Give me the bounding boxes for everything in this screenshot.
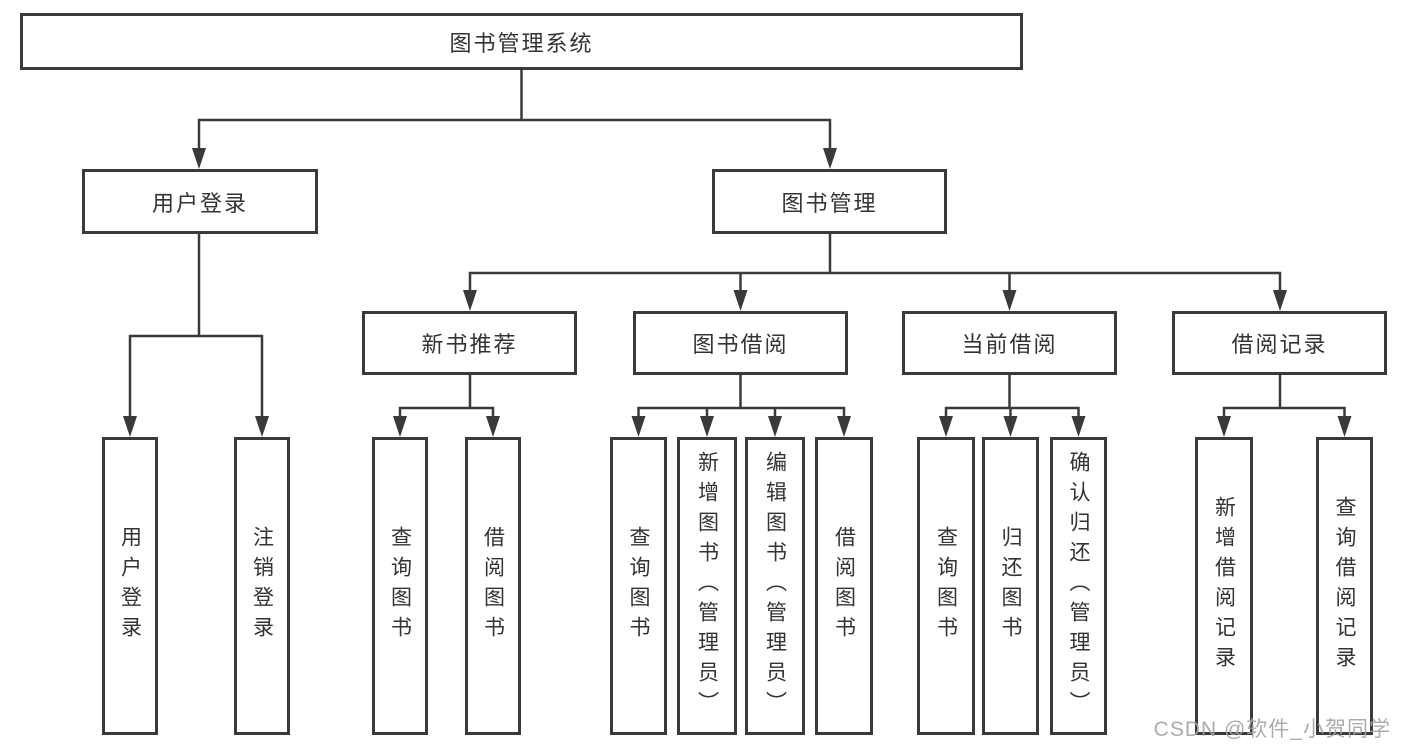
node-label: 查询图书 [388, 526, 412, 646]
csdn-watermark: CSDN @软件_小贺同学 [1153, 718, 1391, 741]
leaf-borrow-books-recommend: 借阅图书 [465, 437, 521, 735]
node-borrowing-records: 借阅记录 [1172, 311, 1387, 375]
leaf-query-books-recommend: 查询图书 [372, 437, 428, 735]
node-label: 借阅记录 [1231, 332, 1328, 357]
leaf-confirm-return-admin: 确认归还（管理员） [1050, 437, 1107, 735]
node-label: 查询图书 [934, 526, 958, 646]
node-label: 归还图书 [999, 526, 1022, 646]
node-label: 借阅图书 [481, 526, 505, 646]
node-label: 图书借阅 [692, 332, 789, 357]
leaf-logout-login: 注销登录 [234, 437, 290, 735]
node-label: 编辑图书（管理员） [763, 451, 787, 721]
node-book-borrowing: 图书借阅 [633, 311, 848, 375]
node-label: 新书推荐 [421, 332, 518, 357]
node-label: 借阅图书 [832, 526, 856, 646]
node-label: 图书管理 [781, 190, 878, 216]
node-label: 新增图书（管理员） [695, 451, 719, 721]
node-label: 用户登录 [151, 190, 248, 216]
leaf-return-books: 归还图书 [982, 437, 1039, 735]
node-label: 查询借阅记录 [1333, 496, 1356, 676]
leaf-query-books-current: 查询图书 [917, 437, 975, 735]
leaf-add-books-admin: 新增图书（管理员） [677, 437, 737, 735]
node-user-login: 用户登录 [82, 169, 318, 234]
node-library-management-system: 图书管理系统 [20, 13, 1023, 70]
node-current-borrowing: 当前借阅 [902, 311, 1117, 375]
node-label: 注销登录 [250, 526, 274, 646]
node-label: 查询图书 [627, 526, 650, 646]
node-label: 新增借阅记录 [1212, 496, 1236, 676]
node-label: 确认归还（管理员） [1067, 451, 1090, 721]
node-label: 用户登录 [118, 526, 142, 646]
node-label: 图书管理系统 [449, 30, 594, 56]
leaf-query-borrow-record: 查询借阅记录 [1316, 437, 1373, 735]
leaf-edit-books-admin: 编辑图书（管理员） [745, 437, 805, 735]
node-new-book-recommendation: 新书推荐 [362, 311, 577, 375]
leaf-query-books-borrowing: 查询图书 [610, 437, 667, 735]
leaf-borrow-books-borrowing: 借阅图书 [815, 437, 873, 735]
node-label: 当前借阅 [961, 332, 1058, 357]
leaf-add-borrow-record: 新增借阅记录 [1195, 437, 1253, 735]
node-book-management: 图书管理 [712, 169, 947, 234]
leaf-user-login: 用户登录 [102, 437, 158, 735]
